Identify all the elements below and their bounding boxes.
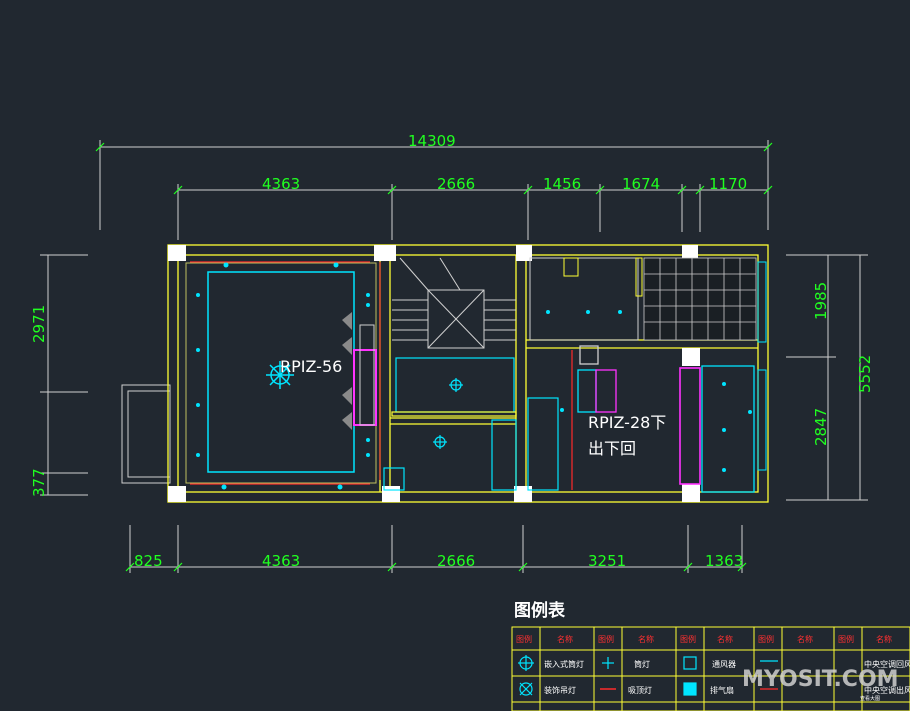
- legend-header-icon-2: 图例: [598, 634, 614, 644]
- legend-header-icon-3: 图例: [680, 634, 696, 644]
- legend-header-icon-1: 图例: [516, 634, 532, 644]
- legend-row1-c1: 嵌入式筒灯: [544, 659, 584, 669]
- kitchen-area: [383, 357, 559, 491]
- dim-right-lower: 2847: [812, 408, 830, 446]
- legend-icons: [518, 655, 778, 696]
- legend-header-name-3: 名称: [717, 634, 733, 644]
- grille-arrows: [342, 312, 352, 430]
- legend-title: 图例表: [514, 600, 566, 621]
- dim-bottom-5: 1363: [705, 552, 743, 570]
- dim-left-upper: 2971: [30, 305, 48, 343]
- staircase: [392, 257, 516, 349]
- columns: [168, 245, 700, 502]
- legend-row2-c5: 中央空调出风口: [864, 685, 910, 695]
- dim-bottom-3: 2666: [437, 552, 475, 570]
- watermark: MYOSIT.COM: [742, 667, 899, 692]
- dim-top-5: 1170: [709, 175, 747, 193]
- right-window: [757, 261, 767, 471]
- chandelier-icon: [266, 361, 294, 389]
- right-lower: [577, 345, 755, 493]
- unit-label-right-2: 出下回: [588, 439, 636, 458]
- dim-right-total: 5552: [856, 355, 874, 393]
- legend-row2-c3: 排气扇: [710, 685, 734, 695]
- fixtures-left: [196, 262, 370, 490]
- legend-row2-c1: 装饰吊灯: [544, 685, 576, 695]
- dim-top-total: 14309: [408, 132, 456, 150]
- stairs-fixtures: [433, 378, 463, 449]
- legend-header-name-2: 名称: [638, 634, 654, 644]
- unit-label-right-1: RPIZ-28下: [588, 413, 666, 432]
- red-lines: [190, 261, 573, 490]
- dim-bottom-4: 3251: [588, 552, 626, 570]
- dimension-ticks: [95, 142, 773, 572]
- legend-header-icon-5: 图例: [838, 634, 854, 644]
- dimension-lines: [40, 140, 868, 573]
- unit-label-left: RPIZ-56: [280, 357, 342, 376]
- fixtures-right-upper: [546, 310, 622, 314]
- right-upper: [529, 257, 643, 341]
- fixtures-right-lower: [560, 382, 752, 472]
- dim-bottom-2: 4363: [262, 552, 300, 570]
- living-room: [185, 262, 381, 484]
- legend-header-name-5: 名称: [876, 634, 892, 644]
- legend-row1-c5: 中央空调回风口: [864, 659, 910, 669]
- tile-grid: [643, 257, 757, 341]
- dim-top-3: 1456: [543, 175, 581, 193]
- dim-top-4: 1674: [622, 175, 660, 193]
- legend-row1-c3: 通风器: [712, 659, 736, 669]
- dim-top-1: 4363: [262, 175, 300, 193]
- legend-row2-c2: 吸顶灯: [628, 685, 652, 695]
- dim-bottom-1: 825: [134, 552, 163, 570]
- dim-left-lower: 377: [30, 468, 48, 497]
- legend-header-icon-4: 图例: [758, 634, 774, 644]
- legend-row1-c2: 筒灯: [634, 659, 650, 669]
- legend-header-name-4: 名称: [797, 634, 813, 644]
- legend-table: [511, 626, 910, 711]
- legend-header-name-1: 名称: [557, 634, 573, 644]
- dim-top-2: 2666: [437, 175, 475, 193]
- dim-right-upper: 1985: [812, 282, 830, 320]
- watermark-sub: 查看大图: [860, 695, 880, 702]
- balcony-left: [121, 384, 171, 484]
